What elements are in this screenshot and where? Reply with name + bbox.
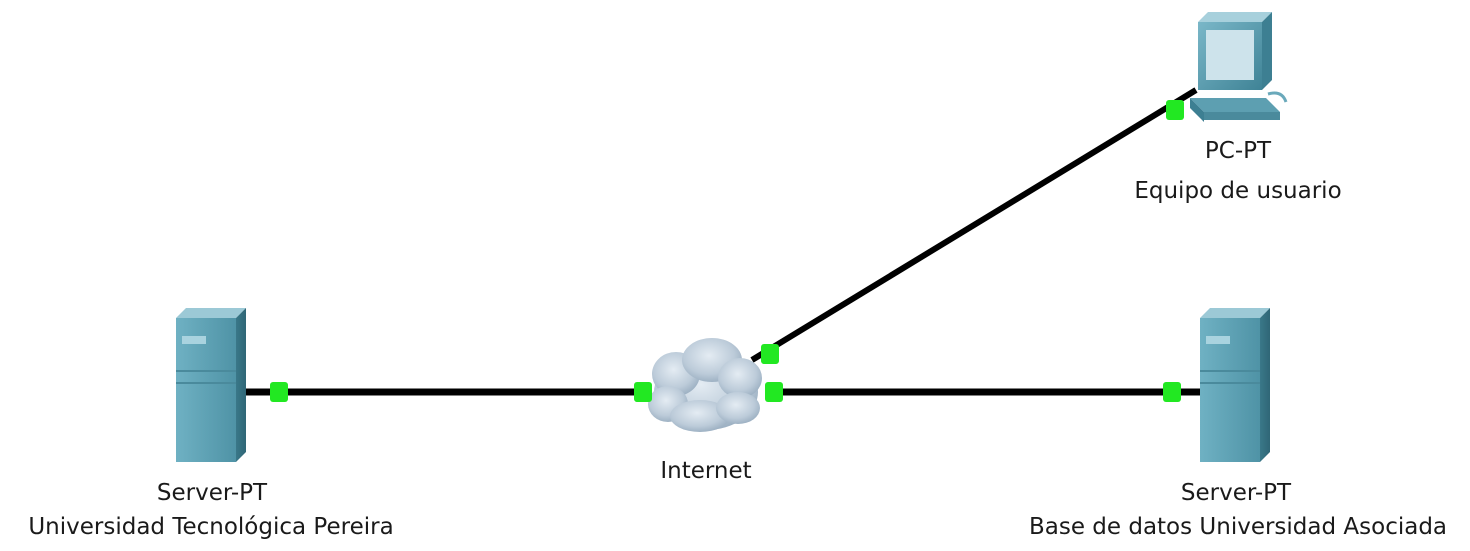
- server-left-model-label: Server-PT: [156, 480, 268, 506]
- server-right-model-label: Server-PT: [1180, 480, 1292, 506]
- port-server-right[interactable]: [1163, 382, 1181, 402]
- port-pc[interactable]: [1166, 100, 1184, 120]
- port-server-left[interactable]: [270, 382, 288, 402]
- pc-name-label: Equipo de usuario: [1134, 178, 1342, 204]
- server-right-name-label: Base de datos Universidad Asociada: [1028, 514, 1448, 540]
- port-internet-pc[interactable]: [761, 344, 779, 364]
- port-internet-left[interactable]: [634, 382, 652, 402]
- pc-model-label: PC-PT: [1204, 138, 1272, 164]
- internet-label: Internet: [660, 458, 752, 484]
- server-left-icon[interactable]: [176, 308, 246, 462]
- link-internet-pc[interactable]: [750, 87, 1198, 363]
- server-right-icon[interactable]: [1200, 308, 1270, 462]
- server-left-name-label: Universidad Tecnológica Pereira: [28, 514, 394, 540]
- internet-cloud-icon[interactable]: [648, 338, 762, 432]
- port-internet-right[interactable]: [765, 382, 783, 402]
- pc-icon[interactable]: [1190, 12, 1288, 122]
